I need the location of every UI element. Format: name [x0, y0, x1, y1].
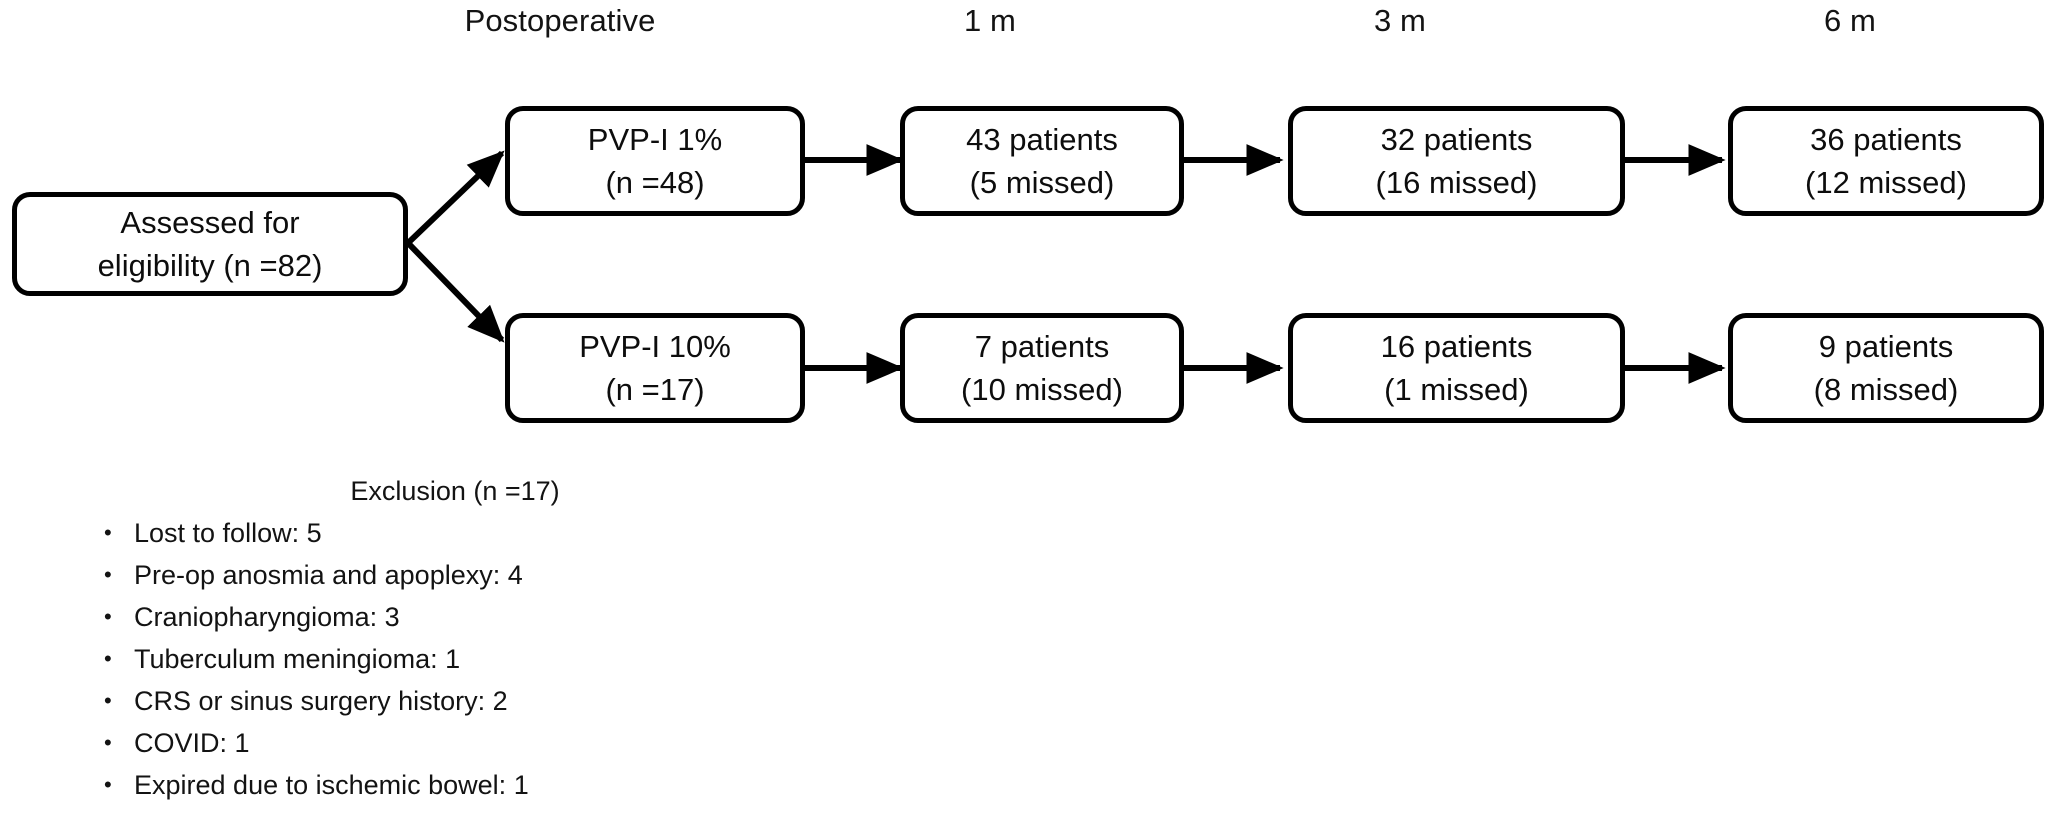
node-arm2-month-1-line-1: 7 patients: [974, 329, 1110, 364]
exclusion-item-label: Craniopharyngioma: 3: [134, 602, 400, 632]
exclusion-list-item: • Expired due to ischemic bowel: 1: [60, 764, 820, 806]
bullet-icon: •: [104, 604, 112, 629]
node-arm2-month-1-line-2: (10 missed): [961, 372, 1123, 407]
node-arm1-month-1[interactable]: 43 patients (5 missed): [900, 106, 1184, 216]
node-arm1-month-1-line-1: 43 patients: [966, 122, 1118, 157]
bullet-icon: •: [104, 730, 112, 755]
node-arm1-month-1-line-2: (5 missed): [969, 165, 1115, 200]
exclusion-item-label: Pre-op anosmia and apoplexy: 4: [134, 560, 523, 590]
column-header-postoperative: Postoperative: [464, 3, 656, 38]
exclusion-list-item: • CRS or sinus surgery history: 2: [60, 680, 820, 722]
column-header-month-3: 3 m: [1374, 3, 1426, 38]
exclusion-list-item: • COVID: 1: [60, 722, 820, 764]
node-assessed-line-1: Assessed for: [120, 205, 300, 240]
node-arm2-postoperative[interactable]: PVP-I 10% (n =17): [505, 313, 805, 423]
exclusion-item-label: COVID: 1: [134, 728, 250, 758]
exclusion-item-label: CRS or sinus surgery history: 2: [134, 686, 508, 716]
node-arm2-postoperative-line-1: PVP-I 10%: [579, 329, 731, 364]
bullet-icon: •: [104, 562, 112, 587]
node-arm1-month-3[interactable]: 32 patients (16 missed): [1288, 106, 1625, 216]
node-arm1-month-6[interactable]: 36 patients (12 missed): [1728, 106, 2044, 216]
node-assessed-for-eligibility[interactable]: Assessed for eligibility (n =82): [12, 192, 408, 296]
node-arm2-month-6-line-2: (8 missed): [1813, 372, 1959, 407]
exclusion-item-label: Expired due to ischemic bowel: 1: [134, 770, 529, 800]
node-arm1-month-3-line-1: 32 patients: [1380, 122, 1533, 157]
exclusion-list-item: • Tuberculum meningioma: 1: [60, 638, 820, 680]
arrow-assessed-to-arm2: [405, 240, 505, 343]
node-assessed-line-2: eligibility (n =82): [97, 248, 323, 283]
exclusion-list-item: • Craniopharyngioma: 3: [60, 596, 820, 638]
bullet-icon: •: [104, 646, 112, 671]
exclusion-item-label: Tuberculum meningioma: 1: [134, 644, 461, 674]
node-arm2-month-6[interactable]: 9 patients (8 missed): [1728, 313, 2044, 423]
exclusion-list-item: • Lost to follow: 5: [60, 512, 820, 554]
bullet-icon: •: [104, 688, 112, 713]
node-arm2-month-1[interactable]: 7 patients (10 missed): [900, 313, 1184, 423]
node-arm1-month-3-line-2: (16 missed): [1375, 165, 1538, 200]
node-arm2-month-3-line-1: 16 patients: [1380, 329, 1533, 364]
node-arm1-month-6-line-2: (12 missed): [1805, 165, 1967, 200]
column-header-month-1: 1 m: [964, 3, 1016, 38]
node-arm1-postoperative[interactable]: PVP-I 1% (n =48): [505, 106, 805, 216]
node-arm2-month-6-line-1: 9 patients: [1818, 329, 1954, 364]
exclusion-list-item: • Pre-op anosmia and apoplexy: 4: [60, 554, 820, 596]
node-arm2-month-3[interactable]: 16 patients (1 missed): [1288, 313, 1625, 423]
exclusion-item-label: Lost to follow: 5: [134, 518, 322, 548]
node-arm1-postoperative-line-2: (n =48): [605, 165, 705, 200]
node-arm2-month-3-line-2: (1 missed): [1384, 372, 1529, 407]
exclusion-list: • Lost to follow: 5 • Pre-op anosmia and…: [60, 512, 820, 806]
bullet-icon: •: [104, 772, 112, 797]
node-arm1-month-6-line-1: 36 patients: [1810, 122, 1962, 157]
node-arm2-postoperative-line-2: (n =17): [605, 372, 705, 407]
arrow-assessed-to-arm1: [405, 150, 505, 246]
column-header-month-6: 6 m: [1824, 3, 1876, 38]
node-arm1-postoperative-line-1: PVP-I 1%: [587, 122, 723, 157]
bullet-icon: •: [104, 520, 112, 545]
exclusion-title: Exclusion (n =17): [350, 476, 560, 506]
exclusion-block: Exclusion (n =17) • Lost to follow: 5 • …: [60, 470, 820, 806]
